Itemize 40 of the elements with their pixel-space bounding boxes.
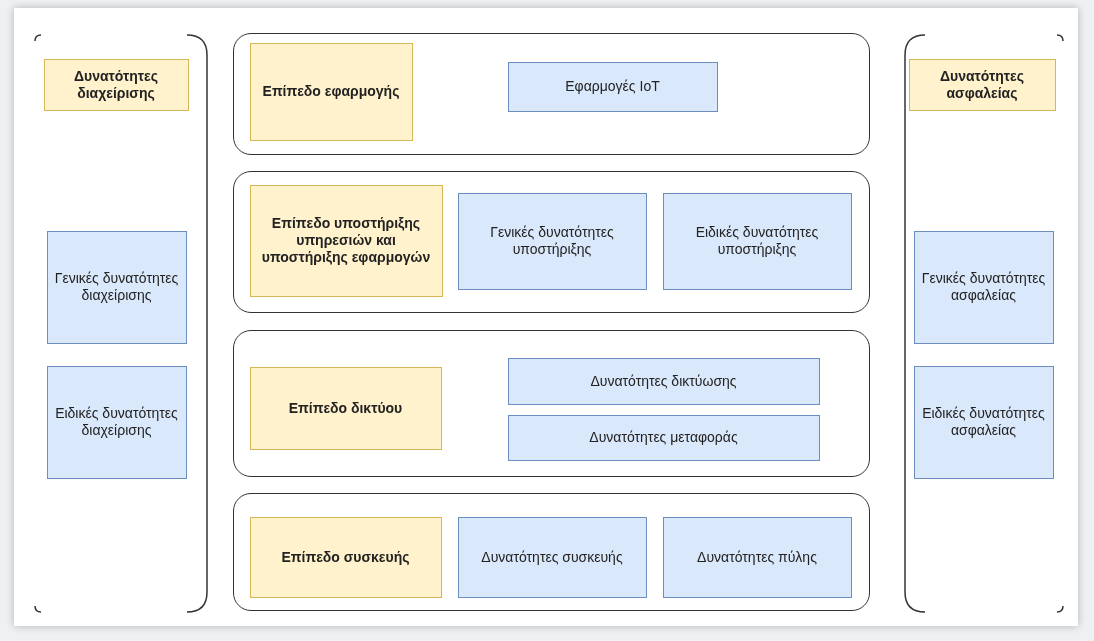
capability-label: Γενικές δυνατότητες διαχείρισης bbox=[53, 269, 180, 305]
layer-label-box bbox=[249, 366, 442, 450]
capability-label: Δυνατότητες πύλης bbox=[696, 547, 818, 567]
capability-box bbox=[507, 414, 820, 461]
layer-label-box bbox=[43, 58, 189, 111]
capability-label: Ειδικές δυνατότητες διαχείρισης bbox=[54, 404, 179, 440]
layer-label-box bbox=[249, 184, 443, 297]
layer-title: Επίπεδο εφαρμογής bbox=[261, 82, 401, 102]
capability-label: Δυνατότητες δικτύωσης bbox=[589, 371, 738, 391]
layer-title: Επίπεδο υποστήριξης υπηρεσιών και υποστήριξης εφαρμογών bbox=[260, 214, 432, 267]
side-panel bbox=[35, 35, 207, 612]
layer-title: Επίπεδο συσκευής bbox=[280, 547, 411, 567]
layer-panel bbox=[233, 33, 870, 155]
capability-box bbox=[913, 365, 1054, 479]
capability-box bbox=[507, 61, 718, 112]
capability-box bbox=[457, 192, 647, 290]
capability-label: Γενικές δυνατότητες ασφαλείας bbox=[920, 269, 1047, 305]
layer-title: Δυνατότητες διαχείρισης bbox=[73, 66, 159, 103]
capability-box bbox=[662, 192, 852, 290]
capability-box bbox=[662, 516, 852, 598]
capability-label: Δυνατότητες συσκευής bbox=[480, 547, 624, 567]
capability-box bbox=[457, 516, 647, 598]
capability-box bbox=[46, 230, 187, 344]
side-panel bbox=[905, 35, 1063, 612]
layer-title: Επίπεδο δικτύου bbox=[287, 398, 404, 418]
capability-box bbox=[507, 357, 820, 405]
capability-label: Ειδικές δυνατότητες ασφαλείας bbox=[921, 404, 1046, 440]
layer-label-box bbox=[249, 516, 442, 598]
capability-label: Γενικές δυνατότητες υποστήριξης bbox=[489, 223, 615, 259]
capability-label: Εφαρμογές IoT bbox=[564, 77, 661, 97]
layer-panel bbox=[233, 171, 870, 313]
layer-title: Δυνατότητες ασφαλείας bbox=[939, 66, 1025, 103]
layer-panel bbox=[233, 330, 870, 477]
layer-panel bbox=[233, 493, 870, 611]
capability-box bbox=[913, 230, 1054, 344]
layer-label-box bbox=[908, 58, 1056, 111]
capability-label: Ειδικές δυνατότητες υποστήριξης bbox=[694, 223, 820, 259]
capability-box bbox=[46, 365, 187, 479]
layer-label-box bbox=[249, 42, 413, 141]
capability-label: Δυνατότητες μεταφοράς bbox=[588, 428, 739, 448]
